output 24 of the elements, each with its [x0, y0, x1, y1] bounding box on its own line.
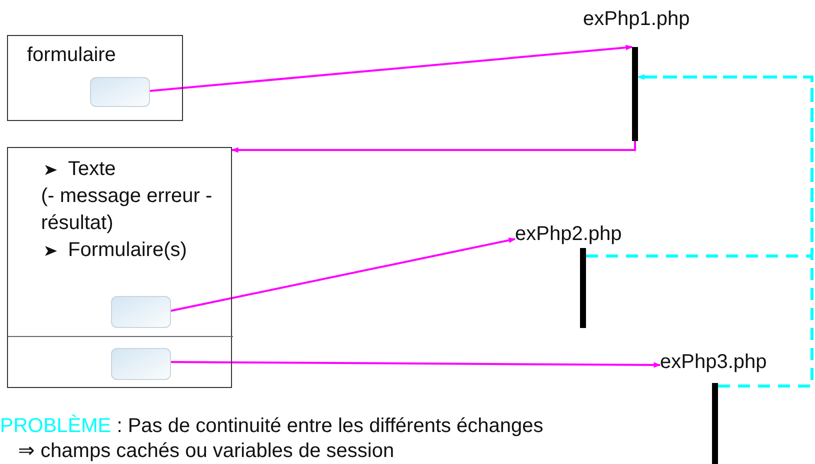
solution-text: ⇒ champs cachés ou variables de session [18, 439, 394, 463]
problem-text: : Pas de continuité entre les différents échanges [116, 415, 544, 437]
page-box [7, 147, 232, 388]
note-text: (- message erreur - résultat) [41, 184, 214, 236]
file-name: exPhp3.php [660, 350, 768, 375]
lifeline-bar [712, 383, 718, 464]
lifeline-bar [632, 47, 638, 141]
arrow [637, 74, 814, 388]
file-name: exPhp2.php [515, 222, 623, 247]
arrow [586, 74, 814, 258]
file-name: exPhp1.php [583, 7, 691, 32]
arrow [170, 238, 516, 312]
problem-heading: PROBLÈME [0, 415, 112, 437]
lifeline-bar [580, 248, 586, 328]
button-shape [90, 77, 150, 107]
page-box [7, 35, 183, 121]
arrow [231, 141, 636, 153]
arrow [148, 44, 633, 92]
button-shape [111, 348, 171, 380]
button-shape [111, 296, 171, 328]
bullet-text: Formulaire(s) [68, 238, 187, 263]
arrow [170, 361, 661, 368]
bullet-text: Texte [68, 157, 116, 182]
form-title: formulaire [27, 43, 116, 68]
